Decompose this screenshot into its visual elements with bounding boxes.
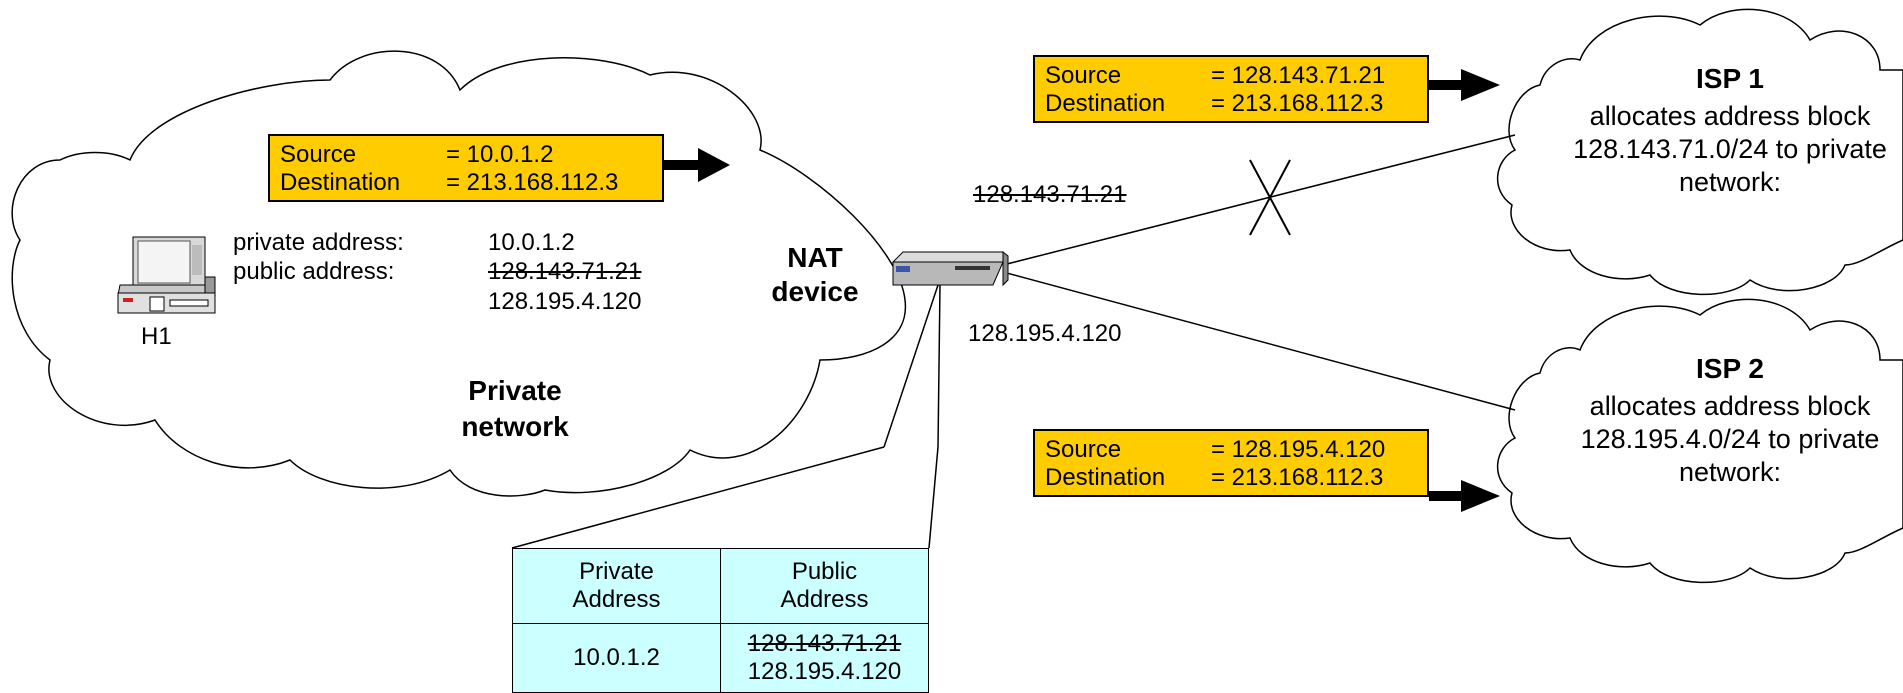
table-cell-public-old: 128.143.71.21 [747, 630, 902, 657]
table-header-private-line1: Private [579, 558, 654, 585]
packet-to-isp2: Source = 128.195.4.120 Destination = 213… [1033, 429, 1429, 497]
packet-isp1-source-value: = 128.143.71.21 [1211, 62, 1386, 89]
isp2-text-line3: network: [1678, 457, 1782, 487]
packet-inner-dest-value: = 213.168.112.3 [446, 169, 619, 196]
isp1-text-line3: network: [1678, 167, 1782, 197]
private-network-label-line2: network [461, 411, 569, 442]
isp2-text-line1: allocates address block [1589, 391, 1871, 421]
arrow-isp2-packet-icon [1429, 480, 1500, 512]
isp1-text-line2: 128.143.71.0/24 to private [1573, 134, 1887, 164]
isp1-text-line1: allocates address block [1589, 101, 1871, 131]
packet-inner-source-label: Source [280, 141, 357, 168]
private-network-label-line1: Private [468, 375, 562, 406]
callout-line-left [883, 284, 939, 448]
nat-label-line1: NAT [787, 242, 843, 273]
arrow-inner-packet-icon [664, 148, 730, 182]
table-header-public: Public Address [720, 548, 929, 624]
packet-inner-source-value: = 10.0.1.2 [446, 141, 554, 168]
packet-isp2-source-label: Source [1045, 436, 1122, 463]
public-address-new-value: 128.195.4.120 [488, 288, 642, 315]
packet-isp2-source-value: = 128.195.4.120 [1211, 436, 1386, 463]
link-nat-isp1 [1002, 134, 1516, 266]
isp1-cloud [1496, 8, 1903, 296]
table-header-public-line1: Public [791, 558, 858, 585]
isp1-title: ISP 1 [1696, 63, 1764, 94]
isp1-link-address: 128.143.71.21 [973, 181, 1127, 208]
public-address-old-value: 128.143.71.21 [488, 258, 642, 285]
table-header-public-line2: Address [780, 586, 869, 613]
router-icon [891, 250, 1009, 287]
private-address-value: 10.0.1.2 [488, 229, 575, 256]
table-header-private-line2: Address [572, 586, 661, 613]
packet-isp2-dest-value: = 213.168.112.3 [1211, 464, 1384, 491]
public-address-label: public address: [233, 258, 395, 285]
private-address-label: private address: [233, 229, 404, 256]
callout-line-right [937, 284, 941, 448]
nat-translation-table: Private Address Public Address 10.0.1.2 … [512, 548, 929, 693]
link-broken-x-icon [1249, 159, 1291, 236]
packet-isp2-dest-label: Destination [1045, 464, 1166, 491]
isp2-title: ISP 2 [1696, 353, 1764, 384]
nat-label-line2: device [771, 276, 859, 307]
packet-inner-dest-label: Destination [280, 169, 401, 196]
callout-line-right-2 [928, 446, 939, 549]
isp2-cloud [1496, 298, 1903, 584]
callout-line-left-2 [511, 446, 885, 549]
isp2-text-line2: 128.195.4.0/24 to private [1580, 424, 1880, 454]
table-cell-public-new: 128.195.4.120 [747, 658, 902, 685]
table-cell-public: 128.143.71.21 128.195.4.120 [720, 623, 929, 693]
packet-inner: Source = 10.0.1.2 Destination = 213.168.… [268, 134, 664, 202]
isp2-link-address: 128.195.4.120 [968, 320, 1122, 347]
packet-isp1-dest-label: Destination [1045, 90, 1166, 117]
host-name: H1 [141, 323, 172, 350]
arrow-isp1-packet-icon [1429, 69, 1500, 101]
table-cell-private: 10.0.1.2 [512, 623, 721, 693]
packet-isp1-source-label: Source [1045, 62, 1122, 89]
packet-to-isp1: Source = 128.143.71.21 Destination = 213… [1033, 55, 1429, 123]
computer-icon [117, 236, 216, 314]
table-row: 10.0.1.2 128.143.71.21 128.195.4.120 [512, 623, 929, 693]
table-header-row: Private Address Public Address [512, 548, 929, 624]
link-nat-isp2 [1002, 271, 1516, 411]
packet-isp1-dest-value: = 213.168.112.3 [1211, 90, 1384, 117]
table-header-private: Private Address [512, 548, 721, 624]
